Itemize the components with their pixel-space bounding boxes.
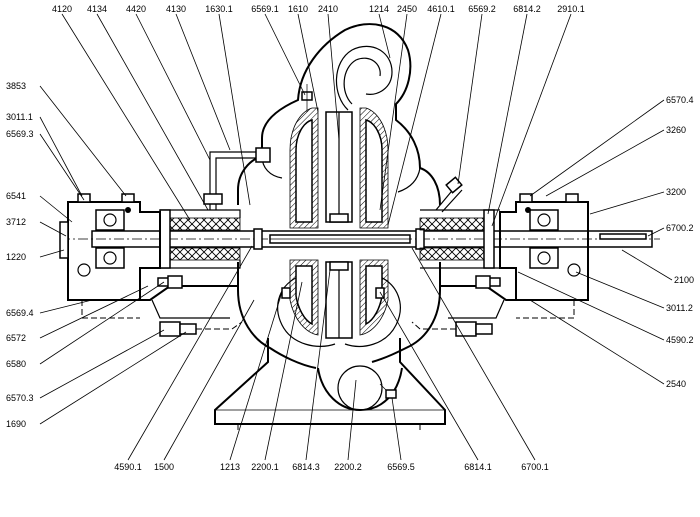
suction-nozzle-circle (337, 365, 383, 411)
part-number-labels: 4120 4134 4420 4130 1630.1 6569.1 1610 2… (6, 4, 694, 472)
label-1500: 1500 (154, 462, 174, 472)
label-2200-1: 2200.1 (251, 462, 279, 472)
label-6569-4: 6569.4 (6, 308, 34, 318)
label-1213: 1213 (220, 462, 240, 472)
label-6814-2: 6814.2 (513, 4, 541, 14)
label-6580: 6580 (6, 359, 26, 369)
label-6572: 6572 (6, 333, 26, 343)
label-2910-1: 2910.1 (557, 4, 585, 14)
label-1610: 1610 (288, 4, 308, 14)
label-4134: 4134 (87, 4, 107, 14)
label-1220: 1220 (6, 252, 26, 262)
label-4610-1: 4610.1 (427, 4, 455, 14)
label-6569-2: 6569.2 (468, 4, 496, 14)
left-bearing-housing (59, 193, 238, 319)
label-6700-2: 6700.2 (666, 223, 694, 233)
label-6814-3: 6814.3 (292, 462, 320, 472)
label-3712: 3712 (6, 217, 26, 227)
pump-casing (237, 23, 441, 412)
leader-lines (39, 13, 673, 461)
pump-shaft (60, 228, 660, 250)
label-2450: 2450 (397, 4, 417, 14)
right-bearing-housing (440, 193, 589, 319)
label-6569-1: 6569.1 (251, 4, 279, 14)
pump-base-foot (214, 338, 446, 432)
label-3011-2: 3011.2 (666, 303, 693, 313)
label-3011-1: 3011.1 (6, 112, 33, 122)
impellers (281, 107, 389, 339)
label-6569-5: 6569.5 (387, 462, 415, 472)
label-2200-2: 2200.2 (334, 462, 362, 472)
label-2100: 2100 (674, 275, 694, 285)
label-6570-3: 6570.3 (6, 393, 34, 403)
label-4120: 4120 (52, 4, 72, 14)
label-2540: 2540 (666, 379, 686, 389)
label-6541: 6541 (6, 191, 26, 201)
label-1214: 1214 (369, 4, 389, 14)
label-6570-4: 6570.4 (666, 95, 694, 105)
label-1690: 1690 (6, 419, 26, 429)
label-4130: 4130 (166, 4, 186, 14)
label-6569-3: 6569.3 (6, 129, 34, 139)
label-4590-1: 4590.1 (114, 462, 142, 472)
label-3853: 3853 (6, 81, 26, 91)
label-1630-1: 1630.1 (205, 4, 233, 14)
label-6814-1: 6814.1 (464, 462, 492, 472)
piping-and-fittings (159, 147, 493, 337)
label-4420: 4420 (126, 4, 146, 14)
label-4590-2: 4590.2 (666, 335, 694, 345)
label-2410: 2410 (318, 4, 338, 14)
label-3260: 3260 (666, 125, 686, 135)
label-3200: 3200 (666, 187, 686, 197)
label-6700-1: 6700.1 (521, 462, 549, 472)
